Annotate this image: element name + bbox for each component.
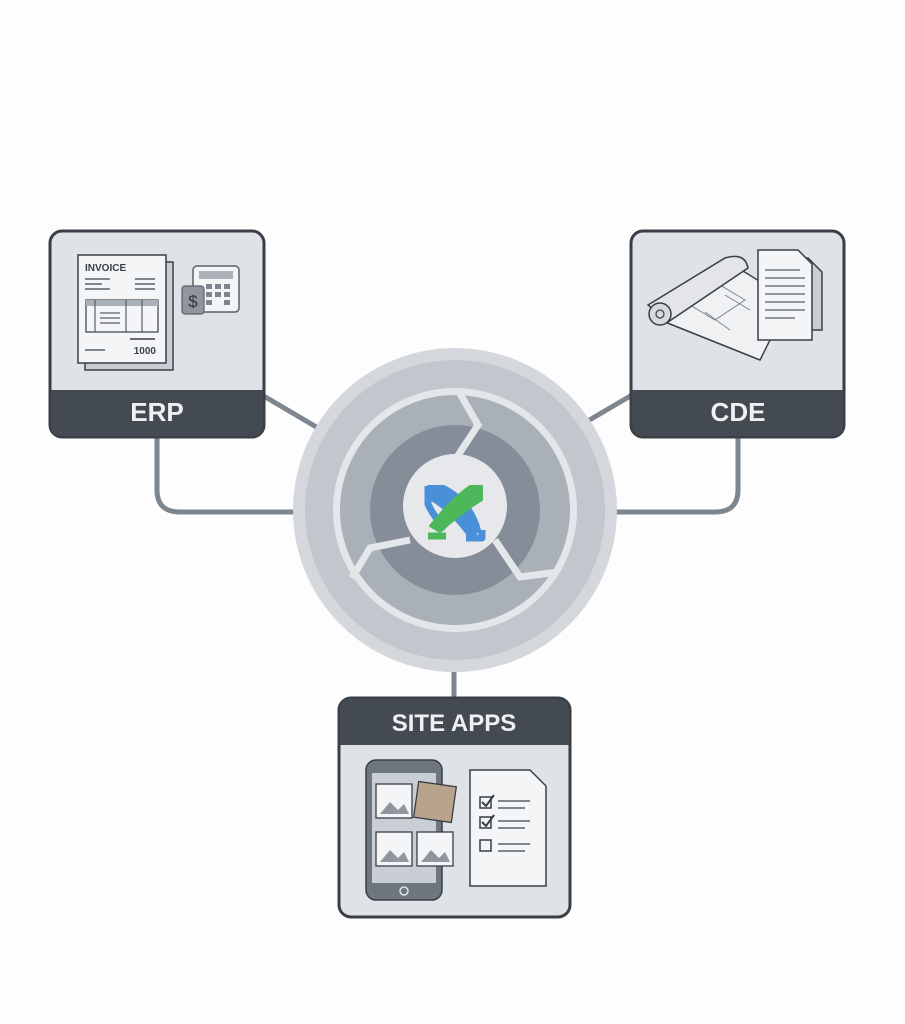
hub-circle <box>293 348 617 672</box>
invoice-title: INVOICE <box>85 263 126 274</box>
site-apps-node[interactable]: SITE APPS <box>337 696 572 919</box>
blueprint-roll-icon <box>646 255 791 361</box>
site-apps-header <box>340 699 569 745</box>
svg-text:$: $ <box>188 292 198 311</box>
erp-header <box>51 390 263 436</box>
cycle-arrow-separators <box>348 390 559 581</box>
phone-gallery-icon <box>365 759 458 901</box>
cde-label: CDE <box>711 397 766 427</box>
erp-connector-elbow <box>154 438 338 515</box>
checklist-icon <box>469 769 547 887</box>
cde-connector-elbow <box>574 438 741 515</box>
erp-label: ERP <box>130 397 183 427</box>
invoice-icon: INVOICE 1000 <box>77 254 174 371</box>
invoice-total: 1000 <box>134 346 157 357</box>
documents-icon <box>757 249 823 341</box>
calculator-icon: $ <box>181 265 240 315</box>
cde-header <box>632 390 843 436</box>
site-apps-label: SITE APPS <box>392 710 516 737</box>
erp-node[interactable]: ERP INVOICE 1000 $ <box>48 229 266 439</box>
cde-node[interactable]: CDE <box>629 229 846 439</box>
dollar-tag-icon <box>181 285 205 315</box>
interlocking-logo-icon <box>424 485 486 542</box>
